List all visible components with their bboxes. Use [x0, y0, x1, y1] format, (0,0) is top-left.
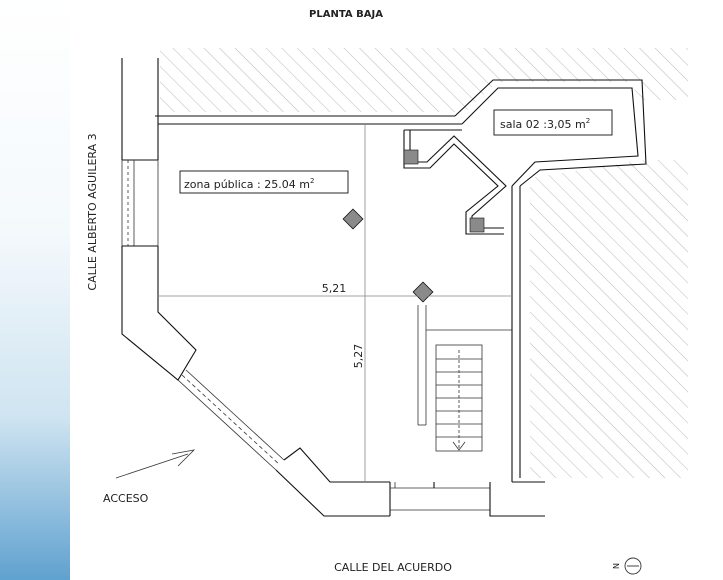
- sala-02-label: sala 02 :3,05 m2: [500, 117, 590, 131]
- access-arrow: [115, 449, 196, 479]
- exterior-walls: [121, 58, 647, 517]
- north-arrow-icon: [624, 557, 642, 575]
- plan-title: PLANTA BAJA: [309, 9, 383, 20]
- hatched-adjacent-right: [530, 160, 688, 478]
- stair: [417, 305, 512, 452]
- street-label-left: CALLE ALBERTO AGUILERA 3: [86, 133, 99, 290]
- column-square: [469, 217, 485, 233]
- depth-dimension-label: 5,27: [352, 344, 365, 369]
- north-label: N: [612, 563, 621, 569]
- sala-02-box: [493, 109, 613, 136]
- access-label: ACCESO: [103, 492, 149, 505]
- column-diamond: [412, 281, 434, 303]
- decorative-side-band: [0, 0, 70, 580]
- street-label-bottom: CALLE DEL ACUERDO: [334, 561, 452, 574]
- column-square: [403, 149, 419, 165]
- hatched-adjacent-top: [160, 48, 688, 112]
- width-dimension-label: 5,21: [322, 282, 347, 295]
- column-diamond: [342, 208, 364, 230]
- zona-publica-label: zona pública : 25.04 m2: [184, 177, 314, 191]
- zona-publica-box: [179, 170, 349, 194]
